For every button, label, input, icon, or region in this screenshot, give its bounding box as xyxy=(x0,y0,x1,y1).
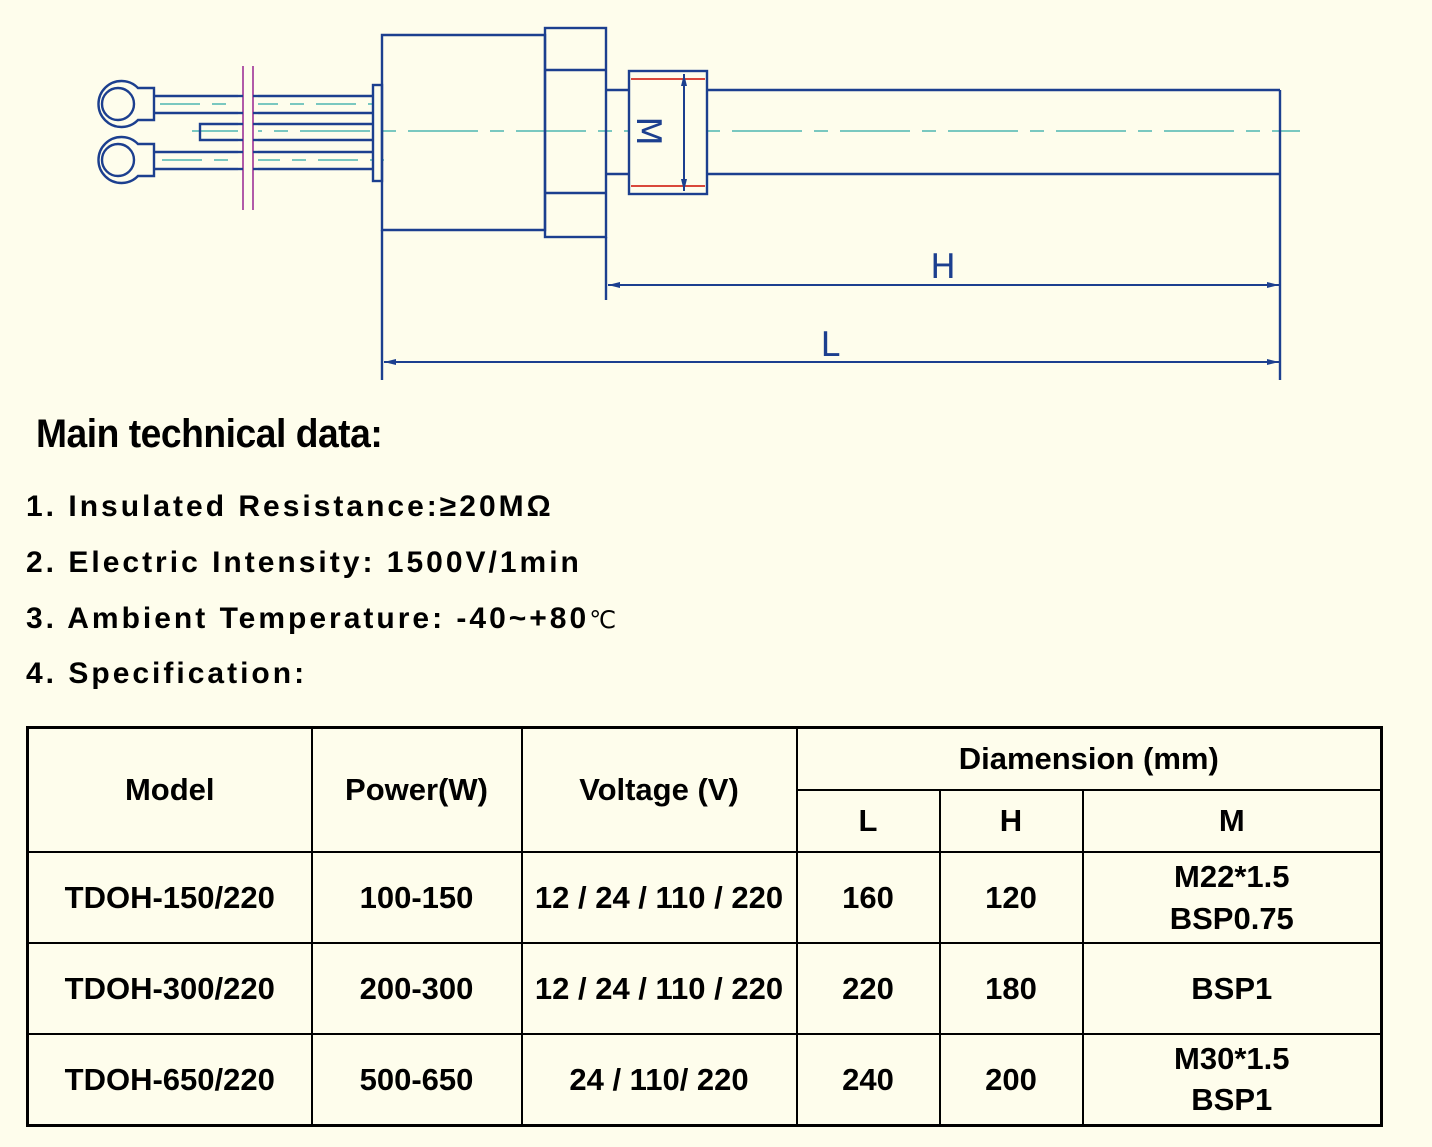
total-length-label: L xyxy=(821,325,840,365)
cell-voltage: 12 / 24 / 110 / 220 xyxy=(520,851,798,944)
spec-ambient-temperature: 3. Ambient Temperature: -40~+80℃ xyxy=(26,602,616,636)
cell-power: 200-300 xyxy=(310,942,523,1035)
total-length-dimension: L xyxy=(384,325,1279,365)
header-L: L xyxy=(795,789,941,853)
spec-electric-intensity: 2. Electric Intensity: 1500V/1min xyxy=(26,546,582,580)
spec-label: 3. Ambient Temperature: xyxy=(26,602,457,635)
thread-dimension-label: M xyxy=(628,116,668,145)
cell-power: 500-650 xyxy=(310,1033,523,1126)
thread-spec: BSP1 xyxy=(1191,1082,1273,1118)
header-model: Model xyxy=(26,726,313,853)
thread-spec: M30*1.5 xyxy=(1174,1041,1290,1077)
table-row: TDOH-150/220 100-150 12 / 24 / 110 / 220… xyxy=(26,851,1383,944)
spec-value: -40~+80 xyxy=(456,602,590,635)
break-marks xyxy=(238,66,258,214)
thread-spec: M22*1.5 xyxy=(1174,859,1290,895)
table-row: TDOH-300/220 200-300 12 / 24 / 110 / 220… xyxy=(26,942,1383,1035)
spec-value: 1500V/1min xyxy=(386,546,582,579)
lead-wires xyxy=(154,94,373,171)
header-power: Power(W) xyxy=(310,726,523,853)
spec-value: ≥20MΩ xyxy=(439,490,554,523)
centerlines xyxy=(160,103,1300,161)
lead-outlet-plate xyxy=(371,83,384,183)
spec-label: 4. Specification: xyxy=(26,657,308,690)
header-dimension-group: Diamension (mm) xyxy=(795,726,1383,791)
spec-specification: 4. Specification: xyxy=(26,657,307,691)
cell-voltage: 24 / 110/ 220 xyxy=(520,1033,798,1126)
header-M: M xyxy=(1081,789,1383,853)
cell-H: 180 xyxy=(938,942,1084,1035)
specification-table: Model Power(W) Voltage (V) Diamension (m… xyxy=(26,726,1384,1127)
heater-technical-drawing: M H L xyxy=(97,26,1300,380)
terminal-hole-icon xyxy=(100,142,136,178)
cell-H: 120 xyxy=(938,851,1084,944)
ring-terminal-upper xyxy=(97,79,156,129)
thread-spec: BSP0.75 xyxy=(1169,900,1294,936)
table-row: TDOH-650/220 500-650 24 / 110/ 220 240 2… xyxy=(26,1033,1383,1126)
spec-label: 1. Insulated Resistance: xyxy=(26,490,440,523)
cell-power: 100-150 xyxy=(310,851,523,944)
terminal-hole-icon xyxy=(100,86,136,122)
cell-H: 200 xyxy=(938,1033,1084,1126)
section-title: Main technical data: xyxy=(36,412,383,456)
cell-M: BSP1 xyxy=(1081,942,1383,1035)
header-row: Model Power(W) Voltage (V) Diamension (m… xyxy=(26,726,1383,853)
cell-model: TDOH-650/220 xyxy=(26,1033,313,1126)
cell-L: 220 xyxy=(795,942,941,1035)
heating-tube xyxy=(707,88,1282,380)
spec-label: 2. Electric Intensity: xyxy=(26,546,387,579)
cell-model: TDOH-300/220 xyxy=(26,942,313,1035)
thread-connector: M xyxy=(606,69,709,196)
spec-insulated-resistance: 1. Insulated Resistance:≥20MΩ xyxy=(26,490,554,524)
hex-nut xyxy=(543,26,608,300)
header-H: H xyxy=(938,789,1084,853)
spec-unit: ℃ xyxy=(589,607,617,634)
ring-terminal-lower xyxy=(97,135,156,185)
cell-M: M22*1.5 BSP0.75 xyxy=(1081,851,1383,944)
cell-L: 240 xyxy=(795,1033,941,1126)
cell-voltage: 12 / 24 / 110 / 220 xyxy=(520,942,798,1035)
heated-length-label: H xyxy=(930,247,956,287)
housing-body xyxy=(380,33,547,380)
header-subrow: L H M xyxy=(28,789,1383,853)
heated-length-dimension: H xyxy=(608,247,1279,288)
thread-spec: BSP1 xyxy=(1191,970,1273,1006)
cell-model: TDOH-150/220 xyxy=(26,851,313,944)
header-voltage: Voltage (V) xyxy=(520,726,798,853)
cell-L: 160 xyxy=(795,851,941,944)
cell-M: M30*1.5 BSP1 xyxy=(1081,1033,1383,1126)
